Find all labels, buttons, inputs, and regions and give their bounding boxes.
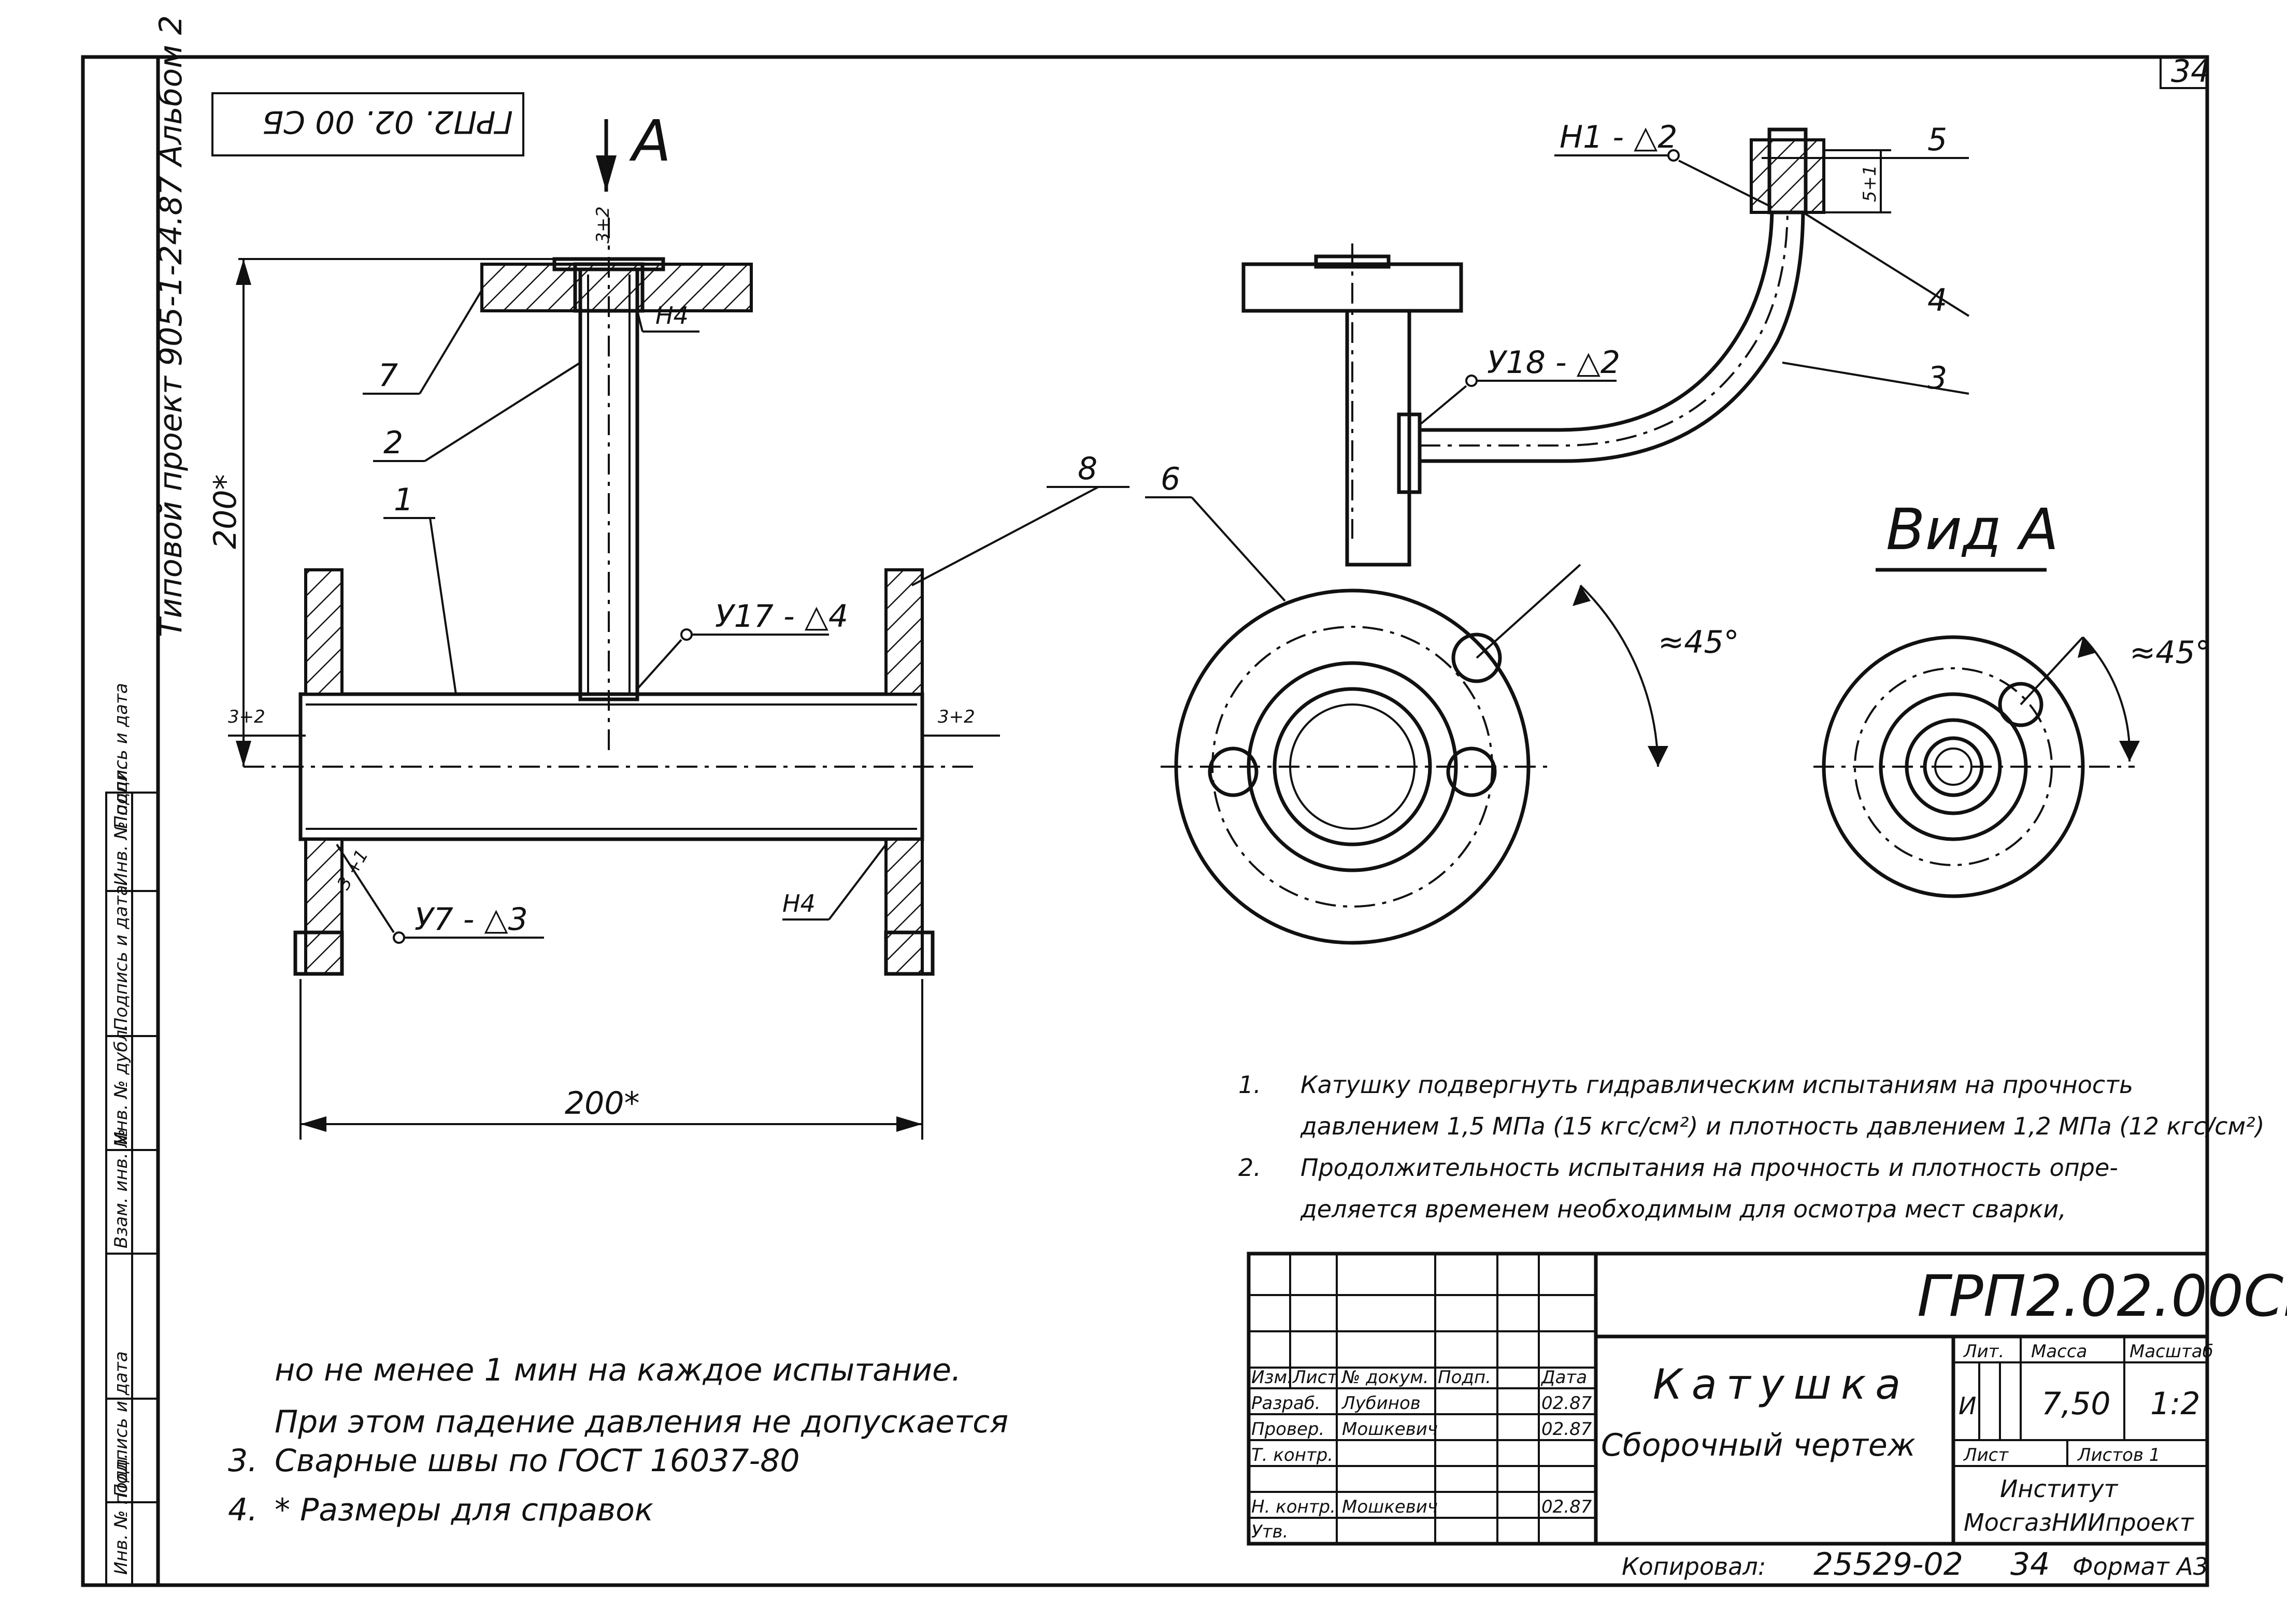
- tb-name-1: Лубинов: [1341, 1393, 1421, 1414]
- tb-date-2: 02.87: [1541, 1419, 1592, 1440]
- dim-3-left: 3+2: [228, 707, 265, 727]
- stamp-label-7: Подпись и дата: [111, 683, 132, 829]
- tb-head-izm: Изм.: [1251, 1367, 1293, 1388]
- tb-title: Катушка: [1653, 1360, 1910, 1409]
- pos-8: 8: [1078, 451, 1097, 487]
- note-1-line-2: давлением 1,5 МПа (15 кгс/см²) и плотнос…: [1300, 1112, 2265, 1140]
- tb-org-1: Институт: [2000, 1475, 2118, 1503]
- weld-u18: У18 - △2: [1487, 344, 1620, 381]
- stamp-column: Инв. № подл. Подпись и дата Взам. инв. №…: [105, 683, 159, 1586]
- tb-role-1: Разраб.: [1251, 1393, 1321, 1414]
- dim-3-right: 3+2: [938, 707, 975, 727]
- weld-u7: У7 - △3: [414, 901, 528, 938]
- footer-copied: Копировал:: [1622, 1553, 1766, 1580]
- weld-u17: У17 - △4: [715, 598, 848, 635]
- stamp-label-3: Взам. инв. №: [111, 1129, 132, 1248]
- pos-1: 1: [394, 482, 413, 518]
- note-2-num: 2.: [1238, 1154, 1261, 1182]
- stamp-label-2: Подпись и дата: [111, 1351, 132, 1497]
- tb-name-4: Мошкевич: [1342, 1497, 1438, 1517]
- dim-5-top: 5+1: [1860, 165, 1880, 202]
- pos-2: 2: [383, 425, 403, 461]
- tb-doc-code: ГРП2.02.00СБ: [1917, 1263, 2287, 1329]
- view-a: Вид А ≈45°: [1813, 496, 2211, 898]
- left-flange-upper: [304, 568, 344, 696]
- tb-role-5: Утв.: [1251, 1521, 1288, 1542]
- tb-mass-label: Масса: [2031, 1341, 2087, 1362]
- side-annotation: Типовой проект 905-1-24.87 Альбом 2 ГРП2…: [153, 15, 524, 637]
- tb-subtitle: Сборочный чертеж: [1601, 1427, 1916, 1463]
- note-2-line-1: Продолжительность испытания на прочность…: [1300, 1154, 2118, 1182]
- stamp-label-4: Инв. № дубл.: [111, 1024, 132, 1145]
- sheet-number: 34: [2171, 53, 2210, 90]
- section-view: А 200* 200*: [207, 108, 1130, 1140]
- title-block: Изм. Лист № докум. Подп. Дата Разраб. Лу…: [1247, 1252, 2287, 1546]
- bent-tube: [1420, 207, 1774, 432]
- tb-lit-label: Лит.: [1963, 1341, 2004, 1362]
- view-a-title: Вид А: [1886, 496, 2059, 563]
- right-flange-lower: [884, 838, 924, 975]
- dim-3-top: 3+2: [593, 206, 613, 243]
- left-flange-lower: [304, 838, 344, 975]
- tb-role-4: Н. контр.: [1251, 1497, 1336, 1517]
- pos-6: 6: [1161, 461, 1180, 497]
- weld-n4-right: Н4: [782, 889, 816, 917]
- view-label-a: А: [629, 108, 671, 174]
- tb-head-sign: Подп.: [1438, 1367, 1491, 1388]
- tb-date-1: 02.87: [1541, 1393, 1592, 1414]
- stamp-label-6: Инв. № подл.: [111, 764, 132, 886]
- stamp-label-1: Инв. № подл.: [111, 1453, 132, 1575]
- footer-page: 34: [2010, 1546, 2050, 1583]
- tb-scale-value: 1:2: [2150, 1386, 2200, 1422]
- right-flange-upper: [884, 568, 924, 696]
- note-cont-2: При этом падение давления не допускается: [275, 1404, 1008, 1440]
- side-project-label: Типовой проект 905-1-24.87 Альбом 2: [153, 15, 189, 637]
- pos-3: 3: [1927, 360, 1947, 396]
- pos-7: 7: [378, 357, 398, 394]
- stamp-label-5: Подпись и дата: [111, 885, 132, 1031]
- inverted-doc-code: ГРП2. 02. 00 СБ: [262, 104, 513, 140]
- tb-role-3: Т. контр.: [1251, 1445, 1333, 1465]
- note-4-num: 4.: [228, 1492, 258, 1528]
- tb-mass-value: 7,50: [2041, 1386, 2111, 1422]
- note-2-line-2: деляется временем необходимым для осмотр…: [1300, 1195, 2066, 1223]
- dim-45-right: ≈45°: [2129, 635, 2211, 671]
- dim-200-vertical: 200*: [207, 474, 244, 549]
- tb-date-3: 02.87: [1541, 1497, 1592, 1517]
- tb-sheet-label: Лист: [1963, 1445, 2009, 1465]
- tb-scale-label: Масштаб: [2129, 1341, 2213, 1362]
- footer-format: Формат А3: [2072, 1553, 2208, 1580]
- tb-lit-value: И: [1959, 1392, 1976, 1420]
- tb-role-2: Провер.: [1251, 1419, 1324, 1440]
- notes-block: 1. Катушку подвергнуть гидравлическим ис…: [228, 1071, 2265, 1528]
- note-4-text: * Размеры для справок: [275, 1492, 653, 1528]
- note-1-num: 1.: [1238, 1071, 1261, 1099]
- footer: Копировал: 25529-02 34 Формат А3: [1622, 1546, 2208, 1583]
- tb-head-doc: № докум.: [1341, 1367, 1429, 1388]
- note-3-num: 3.: [228, 1443, 258, 1479]
- tb-name-2: Мошкевич: [1342, 1419, 1438, 1440]
- pos-5: 5: [1927, 122, 1947, 158]
- note-cont-1: но не менее 1 мин на каждое испытание.: [275, 1352, 961, 1388]
- note-1-line-1: Катушку подвергнуть гидравлическим испыт…: [1300, 1071, 2133, 1099]
- tb-head-date: Дата: [1540, 1367, 1587, 1388]
- weld-n1: Н1 - △2: [1560, 119, 1677, 155]
- tb-sheets-label: Листов 1: [2077, 1445, 2160, 1465]
- tb-head-list: Лист: [1292, 1367, 1338, 1388]
- note-3-text: Сварные швы по ГОСТ 16037-80: [275, 1443, 800, 1479]
- footer-inv: 25529-02: [1813, 1546, 1963, 1583]
- dim-200-horizontal: 200*: [565, 1085, 640, 1122]
- pos-4: 4: [1927, 282, 1947, 319]
- dim-45-mid: ≈45°: [1658, 624, 1739, 660]
- front-view: ≈45° 5+1 5 4 3 6 У18 - △2 Н1 - △2: [1145, 119, 1970, 945]
- tb-org-2: МосгазНИИпроект: [1964, 1508, 2194, 1536]
- weld-n4-top: Н4: [655, 301, 689, 329]
